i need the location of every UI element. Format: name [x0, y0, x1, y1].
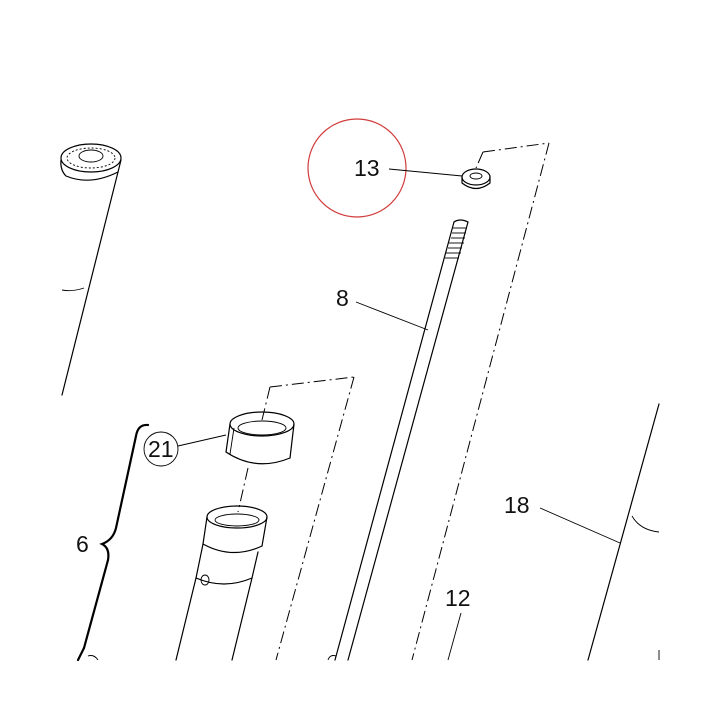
- part-8-rod: [327, 219, 469, 661]
- part-21-bushing: [225, 411, 295, 465]
- callout-18: 18: [504, 492, 530, 518]
- highlight-circle: [307, 118, 407, 218]
- leader-18: [539, 507, 621, 544]
- assembly-axis-right: [411, 142, 550, 661]
- part-18-outer-tube: [587, 403, 660, 661]
- leader-8: [355, 301, 429, 331]
- callout-8: 8: [336, 285, 349, 311]
- leader-13: [388, 168, 463, 177]
- upper-fork-tube: [60, 143, 122, 396]
- group-bracket-6: [76, 423, 150, 662]
- assembly-axis-left: [237, 376, 355, 661]
- leader-21: [177, 434, 227, 447]
- callout-21-circle: [143, 431, 179, 467]
- callout-21: 21: [148, 436, 174, 462]
- leader-12: [447, 612, 462, 661]
- lower-inner-tube: [175, 505, 268, 661]
- callout-13: 13: [354, 155, 380, 181]
- part-13-nut: [461, 168, 491, 190]
- callout-6: 6: [76, 531, 89, 557]
- callout-12: 12: [445, 585, 471, 611]
